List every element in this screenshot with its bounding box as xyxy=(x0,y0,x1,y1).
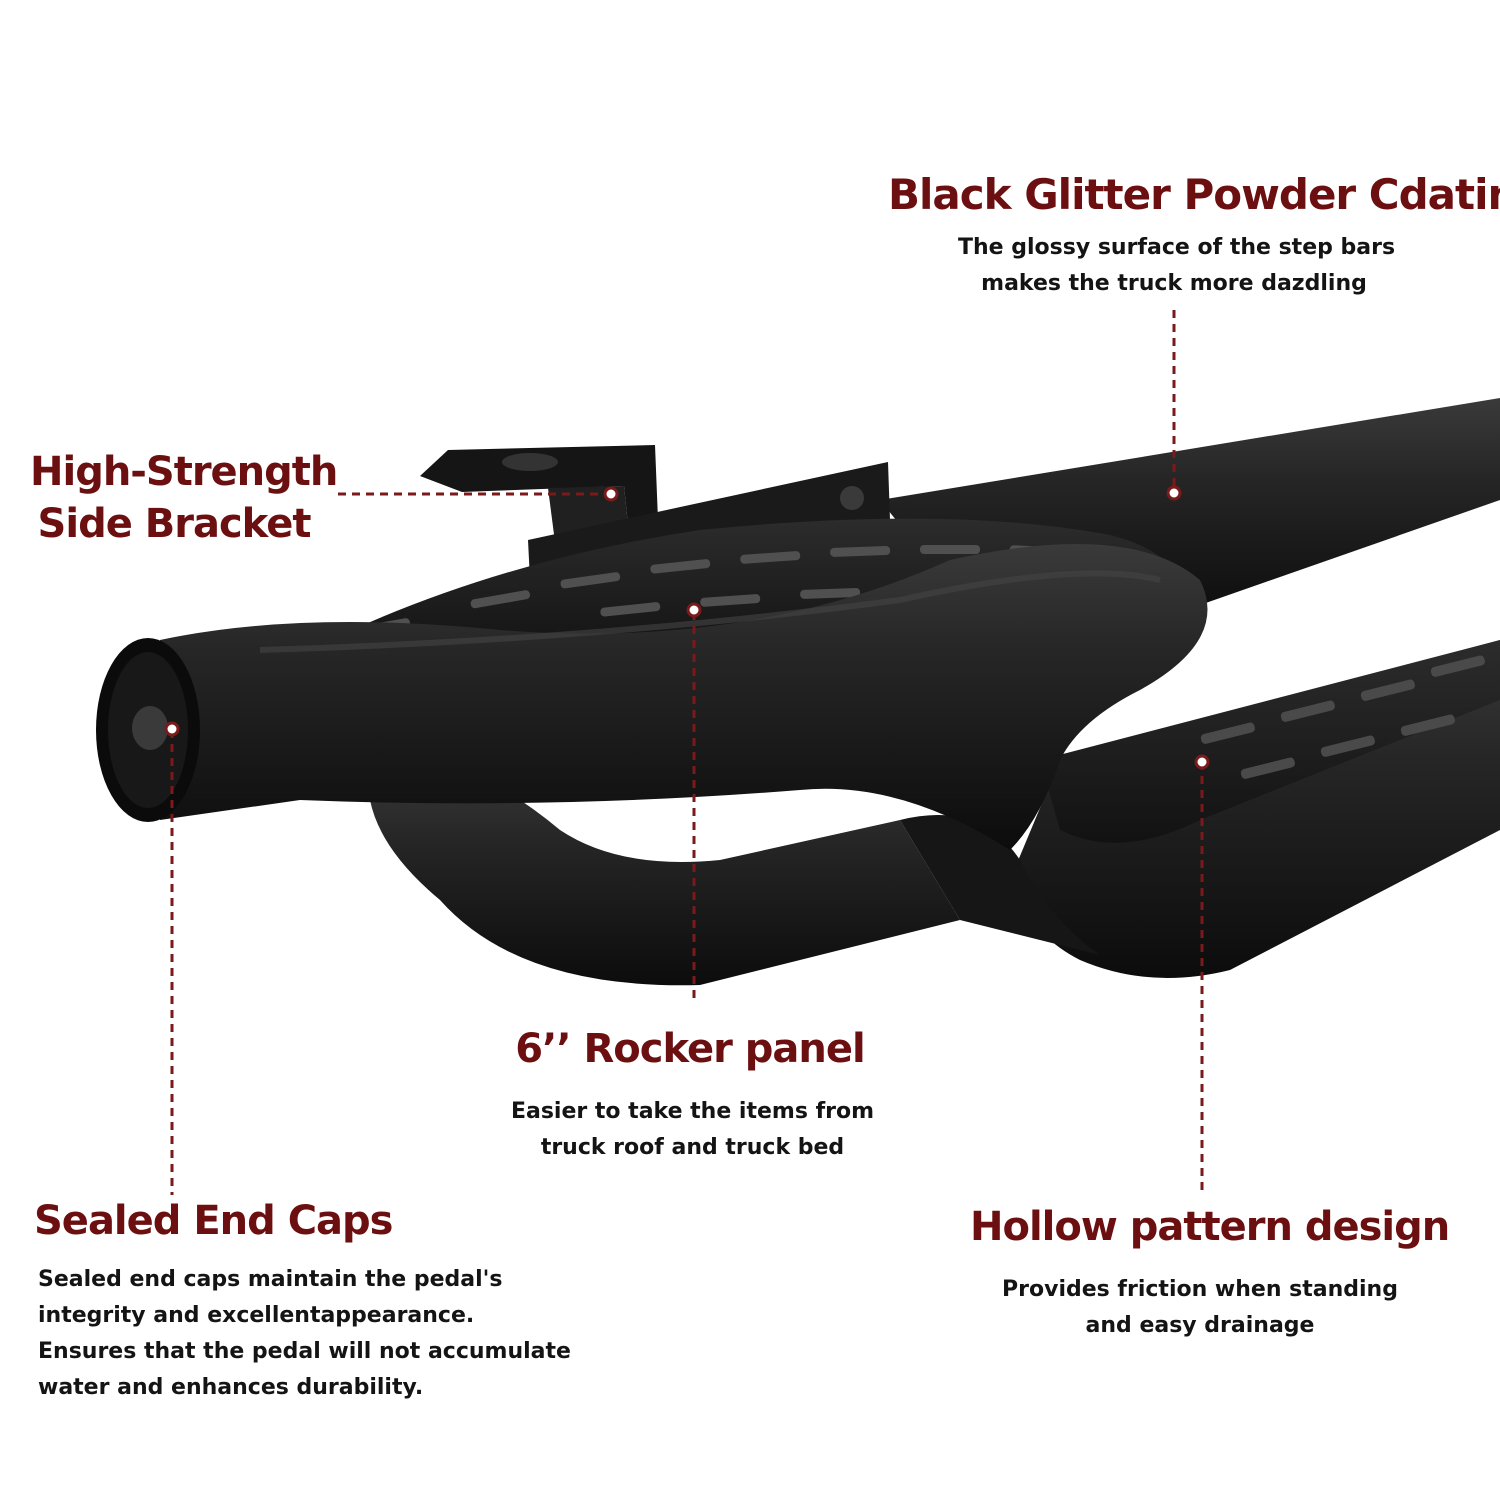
hollow-title: Hollow pattern design xyxy=(970,1204,1450,1250)
rocker-desc-line-1: Easier to take the items from xyxy=(510,1099,875,1124)
rocker-desc-line-2: truck roof and truck bed xyxy=(540,1135,845,1160)
bracket-title-line-1: High-Strength xyxy=(30,449,338,495)
step-plate-rear xyxy=(1040,640,1500,843)
endcaps-desc-line-2: integrity and excellentappearance. xyxy=(38,1303,475,1328)
endcaps-desc-line-1: Sealed end caps maintain the pedal's xyxy=(38,1267,503,1292)
hollow-desc-line-1: Provides friction when standing xyxy=(1002,1277,1398,1302)
end-cap xyxy=(96,638,200,822)
rocker-marker xyxy=(686,602,702,618)
rocker-title: 6’’ Rocker panel xyxy=(515,1026,865,1072)
coating-marker xyxy=(1166,485,1182,501)
bracket-title-line-2: Side Bracket xyxy=(37,501,312,547)
hollow-desc-line-2: and easy drainage xyxy=(1085,1313,1315,1338)
main-tube-front xyxy=(160,544,1208,850)
coating-desc-line-2: makes the truck more dazdling xyxy=(981,271,1367,296)
endcaps-title: Sealed End Caps xyxy=(34,1198,393,1244)
rocker-description: Easier to take the items from truck roof… xyxy=(500,1094,885,1166)
endcaps-desc-line-4: water and enhances durability. xyxy=(38,1375,424,1400)
endcap-marker xyxy=(164,721,180,737)
hollow-marker xyxy=(1194,754,1210,770)
leader-lines xyxy=(170,310,1204,1195)
leader-markers xyxy=(164,485,1210,770)
coating-description: The glossy surface of the step bars make… xyxy=(958,230,1396,302)
bracket-marker xyxy=(603,486,619,502)
coating-title: Black Glitter Powder Cdating xyxy=(888,170,1500,219)
endcaps-description: Sealed end caps maintain the pedal's int… xyxy=(38,1262,571,1406)
bracket-title: High-Strength Side Bracket xyxy=(30,446,338,550)
endcaps-desc-line-3: Ensures that the pedal will not accumula… xyxy=(38,1339,571,1364)
hollow-description: Provides friction when standing and easy… xyxy=(990,1272,1410,1344)
coating-desc-line-1: The glossy surface of the step bars xyxy=(958,235,1396,260)
